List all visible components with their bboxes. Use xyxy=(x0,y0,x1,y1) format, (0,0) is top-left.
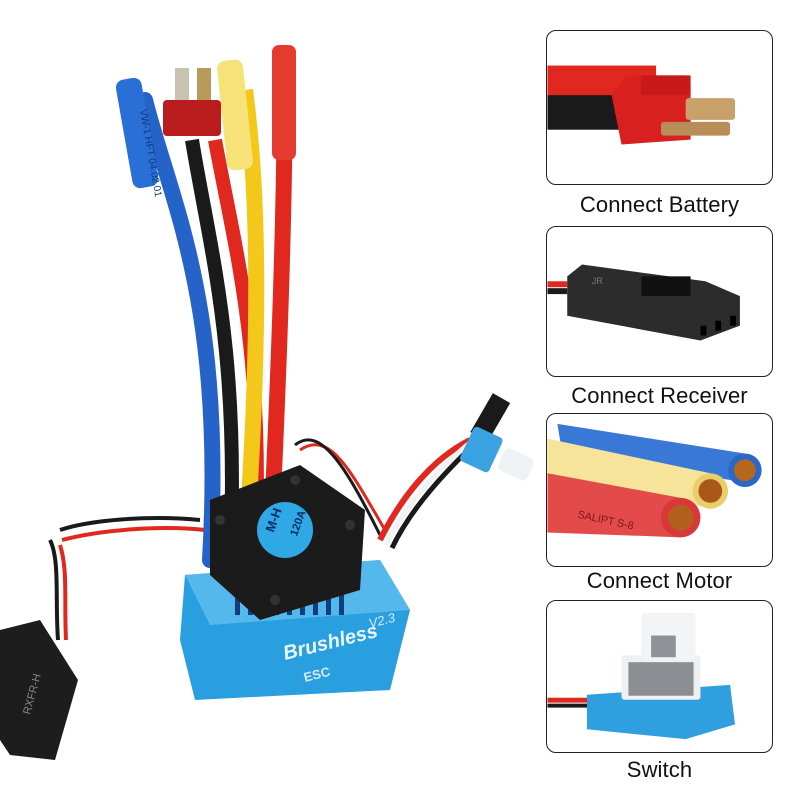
svg-text:JR: JR xyxy=(592,276,603,286)
blue-motor-wire xyxy=(137,92,221,568)
red-bullet-connector xyxy=(272,45,296,160)
caption-switch: Switch xyxy=(626,757,693,782)
black-battery-wire xyxy=(185,138,239,561)
panel-battery xyxy=(546,30,773,185)
esc-product-photo: RXFR-H VW-1 HFT 04.02.01 xyxy=(0,45,534,760)
panel-receiver: JR xyxy=(546,226,773,377)
t-plug-connector xyxy=(163,68,221,136)
switch-module-box: RXFR-H xyxy=(0,620,78,760)
power-switch xyxy=(460,426,503,473)
panel-switch xyxy=(546,600,773,753)
switch-image xyxy=(547,612,735,740)
panel-motor: SALIPT S-8 xyxy=(546,413,773,567)
caption-motor: Connect Motor xyxy=(586,568,733,593)
yellow-bullet-connector xyxy=(217,59,253,171)
svg-text:ESC: ESC xyxy=(302,664,332,685)
t-plug-image xyxy=(547,65,736,145)
cooling-fan: M-H 120A xyxy=(210,465,365,620)
caption-receiver: Connect Receiver xyxy=(571,383,748,408)
svg-text:V2.3: V2.3 xyxy=(367,610,397,631)
bullet-connectors-image: SALIPT S-8 xyxy=(547,423,762,538)
blue-bullet-connector xyxy=(115,77,159,189)
caption-battery: Connect Battery xyxy=(579,192,740,217)
jr-connector-image: JR xyxy=(547,264,740,341)
